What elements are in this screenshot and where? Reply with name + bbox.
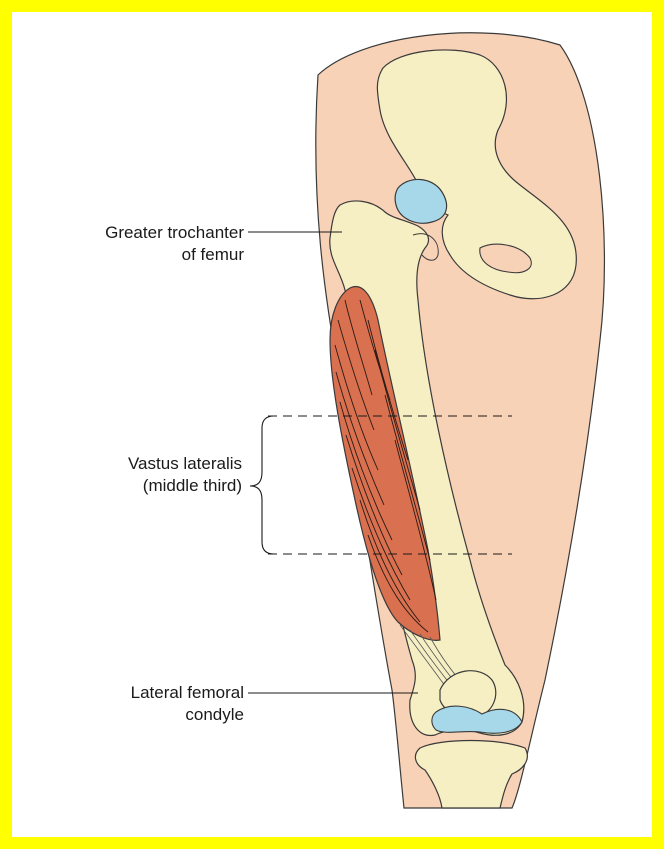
lateral-femoral-condyle-label-line1: Lateral femoral (60, 682, 244, 704)
vastus-lateralis-label-line1: Vastus lateralis (60, 453, 242, 475)
lateral-femoral-condyle-label: Lateral femoral condyle (60, 682, 244, 726)
vastus-lateralis-label-line2: (middle third) (60, 475, 242, 497)
greater-trochanter-label-line2: of femur (48, 244, 244, 266)
lateral-femoral-condyle-label-line2: condyle (60, 704, 244, 726)
vastus-lateralis-label: Vastus lateralis (middle third) (60, 453, 242, 497)
middle-third-bracket (250, 416, 274, 554)
greater-trochanter-label: Greater trochanter of femur (48, 222, 244, 266)
greater-trochanter-label-line1: Greater trochanter (48, 222, 244, 244)
